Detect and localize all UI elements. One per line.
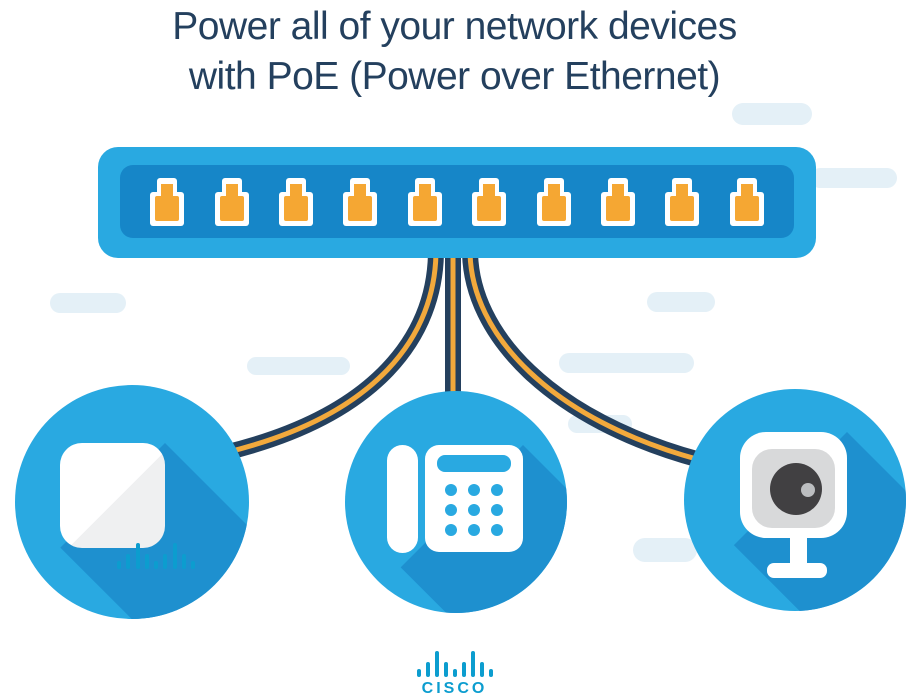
- signal-bar: [135, 543, 140, 569]
- signal-bar: [154, 561, 158, 569]
- switch-port-panel: [120, 165, 794, 238]
- signal-bar: [488, 669, 493, 677]
- cloud-dash-decoration: [732, 103, 812, 125]
- phone-handset-icon: [387, 445, 418, 553]
- page-title: Power all of your network devices with P…: [0, 2, 909, 102]
- cable-to-access-point: [222, 249, 444, 461]
- cloud-dash-decoration: [50, 293, 126, 313]
- signal-bar: [191, 561, 195, 569]
- signal-bar: [172, 543, 177, 569]
- keypad-dot: [491, 484, 503, 496]
- keypad-dot: [445, 524, 457, 536]
- rj45-plug-icon: [734, 195, 759, 221]
- rj45-plug-icon: [670, 195, 695, 221]
- keypad-dot: [468, 524, 480, 536]
- signal-bar: [452, 669, 457, 677]
- cloud-dash-decoration: [647, 292, 715, 312]
- ethernet-port-icon: [279, 177, 314, 226]
- cisco-bridge-bars-icon: [416, 651, 493, 677]
- keypad-dot: [468, 504, 480, 516]
- phone-keypad: [445, 484, 503, 536]
- rj45-plug-icon: [541, 195, 566, 221]
- ethernet-port-icon: [407, 177, 442, 226]
- keypad-dot: [445, 484, 457, 496]
- camera-stand-stem: [790, 537, 807, 565]
- signal-bar: [126, 554, 131, 569]
- ethernet-port-icon: [343, 177, 378, 226]
- rj45-plug-icon: [547, 183, 560, 198]
- signal-bar: [470, 651, 475, 677]
- signal-bar: [443, 662, 448, 677]
- signal-bar: [434, 651, 439, 677]
- rj45-plug-icon: [161, 183, 174, 198]
- title-line-2: with PoE (Power over Ethernet): [188, 55, 721, 98]
- rj45-plug-icon: [290, 183, 303, 198]
- security-camera-icon: [740, 432, 847, 538]
- access-point-badge: [15, 385, 249, 619]
- ethernet-port-icon: [536, 177, 571, 226]
- rj45-plug-icon: [219, 195, 244, 221]
- keypad-dot: [468, 484, 480, 496]
- rj45-plug-icon: [605, 195, 630, 221]
- signal-bar: [144, 554, 149, 569]
- signal-bar: [425, 662, 430, 677]
- cloud-dash-decoration: [559, 353, 694, 373]
- keypad-dot: [491, 504, 503, 516]
- rj45-plug-icon: [611, 183, 624, 198]
- wireless-access-point-icon: [60, 443, 195, 569]
- phone-screen: [437, 455, 511, 472]
- camera-lens-icon: [770, 463, 822, 515]
- cloud-dash-decoration: [247, 357, 350, 375]
- camera-face: [752, 449, 835, 528]
- rj45-plug-icon: [354, 183, 367, 198]
- ethernet-port-icon: [214, 177, 249, 226]
- ip-phone-icon: [425, 445, 523, 552]
- cisco-logo: CISCO: [0, 651, 909, 698]
- rj45-plug-icon: [225, 183, 238, 198]
- rj45-plug-icon: [348, 195, 373, 221]
- ethernet-port-icon: [665, 177, 700, 226]
- signal-bar: [181, 554, 186, 569]
- ethernet-port-icon: [600, 177, 635, 226]
- rj45-plug-icon: [477, 195, 502, 221]
- cisco-wordmark: CISCO: [421, 680, 488, 697]
- cloud-dash-decoration: [633, 538, 697, 562]
- rj45-plug-icon: [155, 195, 180, 221]
- signal-bar: [416, 669, 421, 677]
- security-camera-badge: [684, 389, 906, 611]
- lens-highlight: [801, 483, 815, 497]
- keypad-dot: [491, 524, 503, 536]
- signal-bar: [117, 561, 121, 569]
- ethernet-port-icon: [472, 177, 507, 226]
- cable-to-camera: [462, 249, 703, 468]
- rj45-plug-icon: [676, 183, 689, 198]
- rj45-plug-icon: [483, 183, 496, 198]
- cisco-signal-bars-icon: [117, 543, 195, 569]
- signal-bar: [461, 662, 466, 677]
- cloud-dash-decoration: [810, 168, 897, 188]
- ip-phone-badge: [345, 391, 567, 613]
- rj45-plug-icon: [740, 183, 753, 198]
- signal-bar: [479, 662, 484, 677]
- camera-stand-base: [767, 563, 827, 578]
- keypad-dot: [445, 504, 457, 516]
- title-line-1: Power all of your network devices: [172, 5, 737, 48]
- signal-bar: [163, 554, 168, 569]
- rj45-plug-icon: [418, 183, 431, 198]
- ethernet-port-icon: [729, 177, 764, 226]
- poe-switch: [98, 147, 816, 258]
- rj45-plug-icon: [412, 195, 437, 221]
- ethernet-port-icon: [150, 177, 185, 226]
- rj45-plug-icon: [284, 195, 309, 221]
